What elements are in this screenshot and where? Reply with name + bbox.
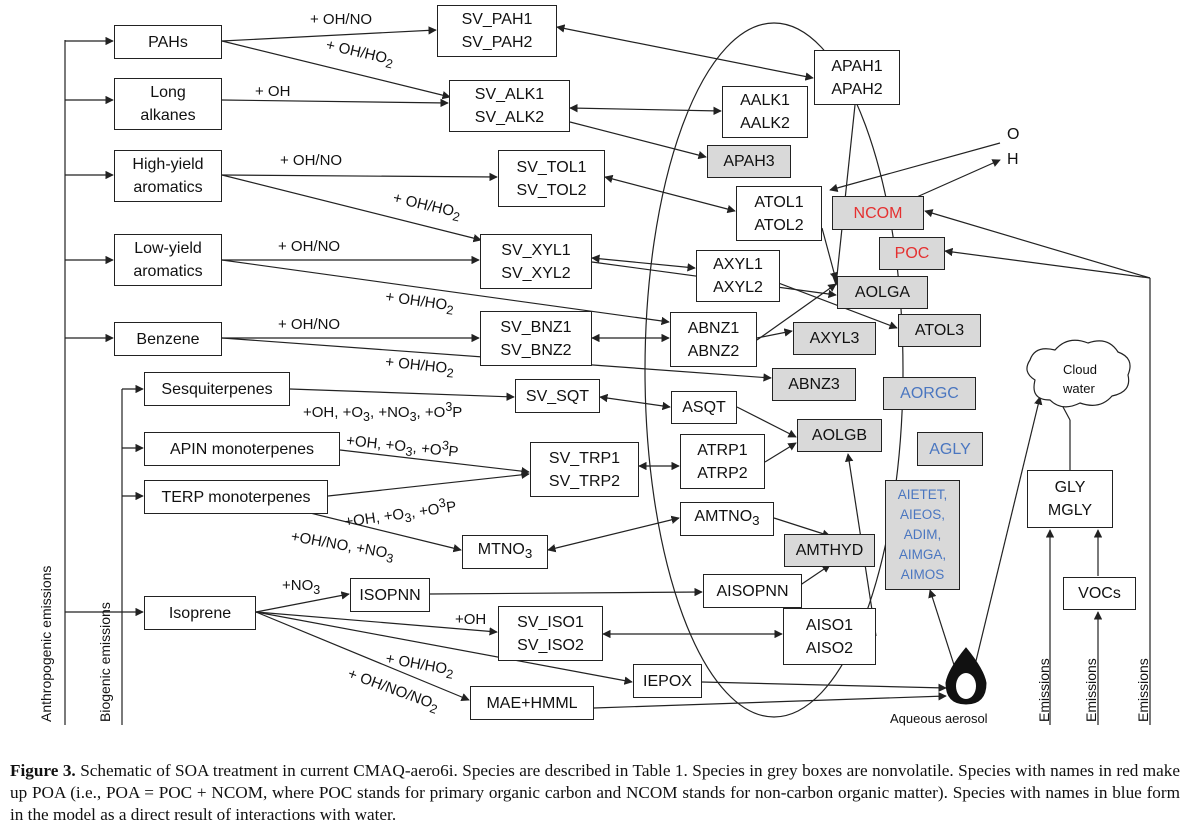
benzene-box: Benzene: [114, 322, 222, 356]
cloud-shape: [1026, 339, 1131, 408]
apin-monoterpenes-box: APIN monoterpenes: [144, 432, 340, 466]
terp-monoterpenes-box: TERP monoterpenes: [144, 480, 328, 514]
iepox-box: IEPOX: [633, 664, 702, 698]
apah3-box: APAH3: [707, 145, 791, 178]
aorgc-box: AORGC: [883, 377, 976, 410]
mtno3-box: MTNO3: [462, 535, 548, 569]
agly-box: AGLY: [917, 432, 983, 466]
isoprene-box: Isoprene: [144, 596, 256, 630]
low-yield-aromatics-box: Low-yield aromatics: [114, 234, 222, 286]
aqueous-aerosol-label: Aqueous aerosol: [890, 711, 988, 726]
figure-caption: Figure 3. Schematic of SOA treatment in …: [10, 761, 1181, 824]
iso-oh-label: +OH: [455, 611, 487, 628]
pah-ohno-label: + OH/NO: [310, 11, 373, 28]
aqueous-species-box: AIETET, AIEOS, ADIM, AIMGA, AIMOS: [885, 480, 960, 590]
asqt-box: ASQT: [671, 391, 737, 424]
emissions-label-1: Emissions: [1036, 658, 1052, 722]
cloud-label-1: Cloud: [1063, 362, 1097, 377]
oh-label-o: O: [1007, 126, 1020, 143]
mae-hmml-box: MAE+HMML: [470, 686, 594, 720]
aolga-box: AOLGA: [837, 276, 928, 309]
anthropogenic-emissions-label: Anthropogenic emissions: [38, 565, 54, 722]
emissions-label-3: Emissions: [1135, 658, 1151, 722]
amthyd-box: AMTHYD: [784, 534, 875, 567]
bnz-ohno-label: + OH/NO: [278, 316, 341, 333]
ncom-box: NCOM: [832, 196, 924, 230]
emissions-label-2: Emissions: [1083, 658, 1099, 722]
sv-sqt-box: SV_SQT: [515, 379, 600, 413]
pahs-box: PAHs: [114, 25, 222, 59]
isopnn-box: ISOPNN: [350, 578, 430, 612]
poc-box: POC: [879, 237, 945, 270]
sesquiterpenes-box: Sesquiterpenes: [144, 372, 290, 406]
oh-label-h: H: [1007, 151, 1019, 168]
alk-oh-label: + OH: [255, 83, 291, 100]
xyl-ohno-label: + OH/NO: [278, 238, 341, 255]
amtno3-box: AMTNO3: [680, 502, 774, 536]
abnz3-box: ABNZ3: [772, 368, 856, 401]
sqt-ox-label: +OH, +O3, +NO3, +O3P: [303, 400, 463, 424]
biogenic-emissions-label: Biogenic emissions: [97, 602, 113, 722]
atol3-box: ATOL3: [898, 314, 981, 347]
long-alkanes-box: Long alkanes: [114, 78, 222, 130]
aisopnn-box: AISOPNN: [703, 574, 802, 608]
cloud-label-2: water: [1063, 381, 1095, 396]
high-yield-aromatics-box: High-yield aromatics: [114, 150, 222, 202]
aolgb-box: AOLGB: [797, 419, 882, 452]
iso-no3-label: +NO3: [282, 577, 321, 597]
axyl3-box: AXYL3: [793, 322, 876, 355]
tol-ohno-label: + OH/NO: [280, 152, 343, 169]
vocs-box: VOCs: [1063, 577, 1136, 610]
aerosol-phase-ellipse: [644, 22, 904, 718]
